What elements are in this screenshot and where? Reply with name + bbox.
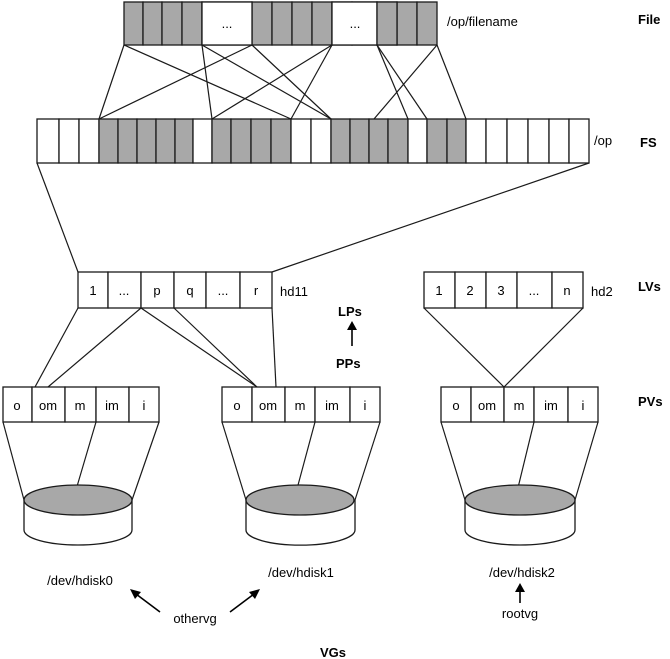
file-block — [123, 1, 144, 46]
file-ellipsis-2: ... — [350, 16, 361, 31]
lv-hd2-cell: 3 — [497, 283, 504, 298]
disk-name-hdisk1: /dev/hdisk1 — [268, 565, 334, 580]
pvs-label: PVs — [638, 394, 663, 409]
lv-hd11-cell: 1 — [89, 283, 96, 298]
file-ellipsis-1: ... — [222, 16, 233, 31]
file-block — [311, 1, 333, 46]
lv-hd2-cell: 2 — [466, 283, 473, 298]
disk-name-hdisk0: /dev/hdisk0 — [47, 573, 113, 588]
pv-cell: i — [582, 398, 585, 413]
othervg-arrows — [130, 589, 260, 613]
pv-row-hdisk0 — [2, 386, 160, 423]
pv-cell: m — [514, 398, 525, 413]
pv-cell: m — [295, 398, 306, 413]
rootvg-label: rootvg — [502, 606, 538, 621]
disk-hdisk1 — [245, 484, 356, 546]
lvs-label: LVs — [638, 279, 661, 294]
lv-hd2 — [423, 271, 584, 309]
pv-cell: o — [13, 398, 20, 413]
vgs-label: VGs — [320, 645, 346, 659]
disk-hdisk2 — [464, 484, 576, 546]
pv-cell: om — [39, 398, 57, 413]
pv-row-hdisk1 — [221, 386, 381, 423]
file-to-fs-lines — [98, 44, 467, 120]
file-block — [396, 1, 418, 46]
disk-name-hdisk2: /dev/hdisk2 — [489, 565, 555, 580]
pv-cell: om — [478, 398, 496, 413]
lv-hd11 — [77, 271, 273, 309]
disk-hdisk0 — [23, 484, 133, 546]
file-block — [291, 1, 313, 46]
pv-cell: i — [143, 398, 146, 413]
file-block — [161, 1, 183, 46]
lv-hd2-name: hd2 — [591, 284, 613, 299]
othervg-label: othervg — [173, 611, 216, 626]
file-block — [251, 1, 273, 46]
pv-cell: o — [233, 398, 240, 413]
lv-hd11-cell: r — [254, 283, 259, 298]
pv-cell: om — [259, 398, 277, 413]
rootvg-arrow — [515, 583, 525, 603]
file-label: File — [638, 12, 660, 27]
file-block — [271, 1, 293, 46]
fs-to-lv-lines — [36, 162, 590, 273]
mapping-arrow — [347, 321, 357, 346]
fs-path: /op — [594, 133, 612, 148]
pv-cell: i — [364, 398, 367, 413]
lv-hd11-name: hd11 — [280, 284, 308, 299]
file-path: /op/filename — [447, 14, 518, 29]
lv-hd11-cell: ... — [218, 283, 229, 298]
lps-label: LPs — [338, 304, 362, 319]
lv-hd2-cell: 1 — [435, 283, 442, 298]
pv-cell: im — [544, 398, 558, 413]
lv-hd11-cell: ... — [119, 283, 130, 298]
pv-row-hdisk2 — [440, 386, 599, 423]
lv-hd2-cell: n — [563, 283, 570, 298]
pv-cell: im — [105, 398, 119, 413]
fs-row — [36, 118, 590, 164]
lv-hd11-cell: q — [186, 283, 193, 298]
fs-label: FS — [640, 135, 657, 150]
lv-hd2-cell: ... — [529, 283, 540, 298]
pv-cell: o — [452, 398, 459, 413]
file-block — [142, 1, 163, 46]
file-block — [416, 1, 438, 46]
pv-cell: im — [325, 398, 339, 413]
pv-cell: m — [75, 398, 86, 413]
file-block — [181, 1, 203, 46]
lv-to-pv-lines — [34, 307, 584, 388]
lv-hd11-cell: p — [153, 283, 160, 298]
pps-label: PPs — [336, 356, 361, 371]
